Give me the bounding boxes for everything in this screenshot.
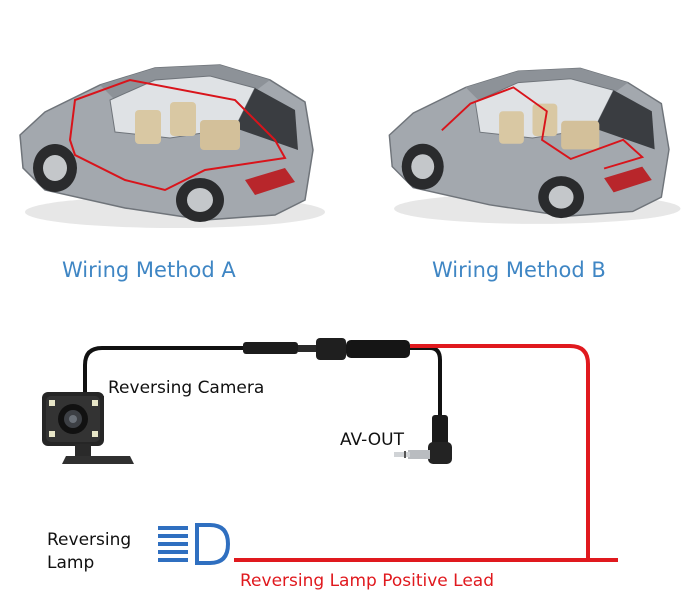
wiring-method-b-label: Wiring Method B bbox=[432, 258, 606, 282]
camera-cable bbox=[83, 346, 245, 400]
car-illustration-b bbox=[388, 67, 681, 224]
av-cable bbox=[410, 346, 442, 415]
reversing-lamp-label-line2: Lamp bbox=[47, 553, 95, 573]
wiring-route-b bbox=[441, 86, 645, 170]
positive-lead-label: Reversing Lamp Positive Lead bbox=[240, 571, 494, 591]
wiring-route-a bbox=[68, 78, 287, 192]
av-plug-icon bbox=[394, 415, 452, 464]
reversing-lamp-icon bbox=[158, 523, 231, 565]
av-out-label: AV-OUT bbox=[340, 430, 404, 450]
reversing-camera-icon bbox=[42, 392, 134, 464]
car-illustration-a bbox=[19, 64, 325, 228]
wiring-diagram bbox=[42, 338, 618, 565]
wiring-method-a-label: Wiring Method A bbox=[62, 258, 236, 282]
rca-connector-icon bbox=[243, 338, 410, 360]
power-lead bbox=[410, 344, 590, 558]
reversing-lamp-label-line1: Reversing bbox=[47, 530, 132, 550]
reversing-camera-label: Reversing Camera bbox=[108, 378, 265, 398]
